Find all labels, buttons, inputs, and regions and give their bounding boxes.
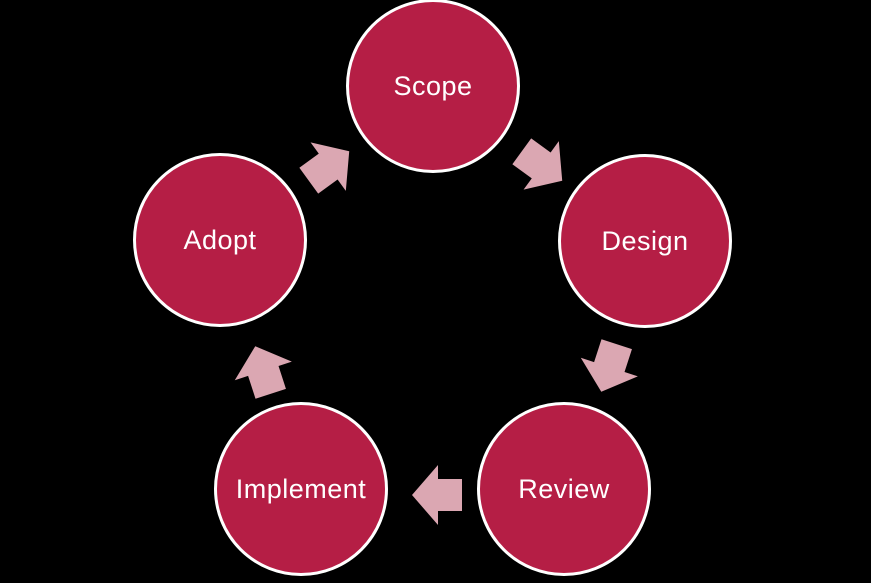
arrow-adopt-to-scope-icon [291, 127, 367, 205]
node-design-label: Design [601, 225, 689, 256]
arrow-scope-to-design-icon [504, 127, 580, 205]
node-design: Design [558, 154, 732, 328]
node-scope: Scope [346, 0, 520, 173]
node-implement: Implement [214, 402, 388, 576]
node-review: Review [477, 402, 651, 576]
arrow-design-to-review-icon [573, 335, 646, 401]
arrow-review-to-implement-icon [412, 465, 462, 525]
node-scope-label: Scope [393, 70, 473, 101]
node-review-label: Review [518, 473, 610, 504]
node-adopt: Adopt [133, 153, 307, 327]
node-adopt-label: Adopt [183, 224, 257, 255]
arrow-implement-to-adopt-icon [227, 337, 300, 403]
node-implement-label: Implement [235, 473, 367, 504]
